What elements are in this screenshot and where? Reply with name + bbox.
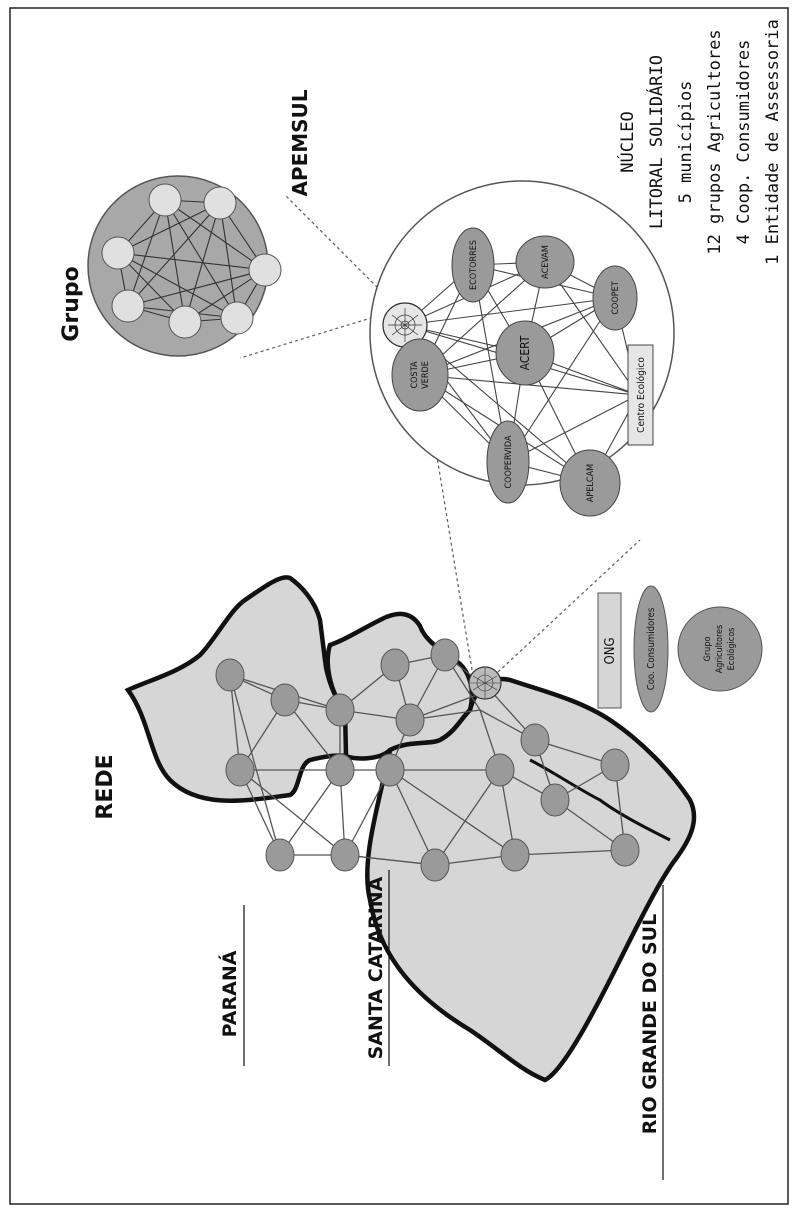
legend-grupo-line3: Ecológicos	[726, 628, 737, 671]
label-rio-grande-do-sul: RIO GRANDE DO SUL	[639, 914, 661, 1134]
title-apemsul: APEMSUL	[288, 89, 312, 196]
title-rede: REDE	[93, 754, 118, 819]
grupo-node	[203, 186, 237, 220]
label-ecotorres: ECOTORRES	[469, 240, 479, 290]
node-ecotorres	[451, 227, 495, 303]
apemsul-nodes	[391, 227, 638, 517]
map-node	[520, 723, 550, 757]
legend-ong-label: ONG	[603, 637, 618, 664]
map-node	[325, 693, 355, 727]
node-acevam	[515, 235, 575, 289]
label-acert: ACERT	[518, 335, 532, 370]
map-node	[375, 753, 405, 787]
legend-coop-shape	[633, 585, 669, 713]
map-node	[225, 753, 255, 787]
map-node	[485, 753, 515, 787]
label-costa-verde-2: VERDE	[421, 361, 431, 389]
map-node	[430, 638, 460, 672]
grupo-node	[148, 183, 182, 217]
grupo-nodes	[101, 183, 282, 339]
map-node	[215, 658, 245, 692]
label-coopervida: COOPERVIDA	[504, 435, 514, 489]
apemsul-hub-texture	[388, 308, 422, 342]
map-node	[330, 838, 360, 872]
label-centro-ecologico: Centro Ecológico	[635, 357, 647, 433]
map-node	[420, 848, 450, 882]
map-hub-texture	[470, 668, 500, 698]
nucleo-line2: LITORAL SOLIDÁRIO	[645, 55, 667, 229]
nucleo-line5: 4 Coop. Consumidores	[734, 40, 754, 245]
title-grupo: Grupo	[59, 266, 84, 341]
map-node	[270, 683, 300, 717]
node-coopet	[592, 265, 638, 331]
map-node	[325, 753, 355, 787]
page-border	[9, 7, 789, 1205]
grupo-node	[101, 236, 135, 270]
grupo-node	[111, 289, 145, 323]
nucleo-line3: 5 municípios	[676, 81, 696, 204]
nucleo-line6: 1 Entidade de Assessoria	[763, 19, 783, 265]
map-node	[395, 703, 425, 737]
map-network-nodes	[215, 638, 640, 882]
label-costa-verde-1: COSTA	[410, 361, 420, 388]
legend-ong-box	[597, 592, 622, 709]
grupo-node	[248, 253, 282, 287]
node-centro-ecologico	[627, 344, 654, 446]
legend-coop-label: Coo. Consumidores	[646, 607, 657, 690]
label-apelcam: APELCAM	[586, 464, 596, 502]
label-coopet: COOPET	[611, 281, 621, 314]
nucleo-line1: NÚCLEO	[616, 111, 638, 172]
legend-grupo-line2: Agricultores	[715, 625, 725, 674]
map-node	[500, 838, 530, 872]
node-apelcam	[559, 449, 621, 517]
map-node	[610, 833, 640, 867]
coast-lagoon	[529, 758, 671, 842]
map-node	[265, 838, 295, 872]
node-acert	[495, 320, 555, 386]
legend-grupo-line1: Grupo	[703, 637, 713, 662]
node-costa-verde	[391, 338, 449, 412]
map-node	[380, 648, 410, 682]
map-node	[540, 783, 570, 817]
label-acevam: ACEVAM	[541, 245, 551, 279]
map-node	[600, 748, 630, 782]
legend-grupo-shape	[677, 606, 763, 692]
label-santa-catarina: SANTA CATARINA	[365, 876, 387, 1059]
nucleo-line4: 12 grupos Agricultores	[705, 29, 725, 254]
grupo-node	[168, 305, 202, 339]
grupo-node	[220, 301, 254, 335]
node-coopervida	[486, 420, 530, 504]
label-parana: PARANÁ	[218, 950, 241, 1037]
